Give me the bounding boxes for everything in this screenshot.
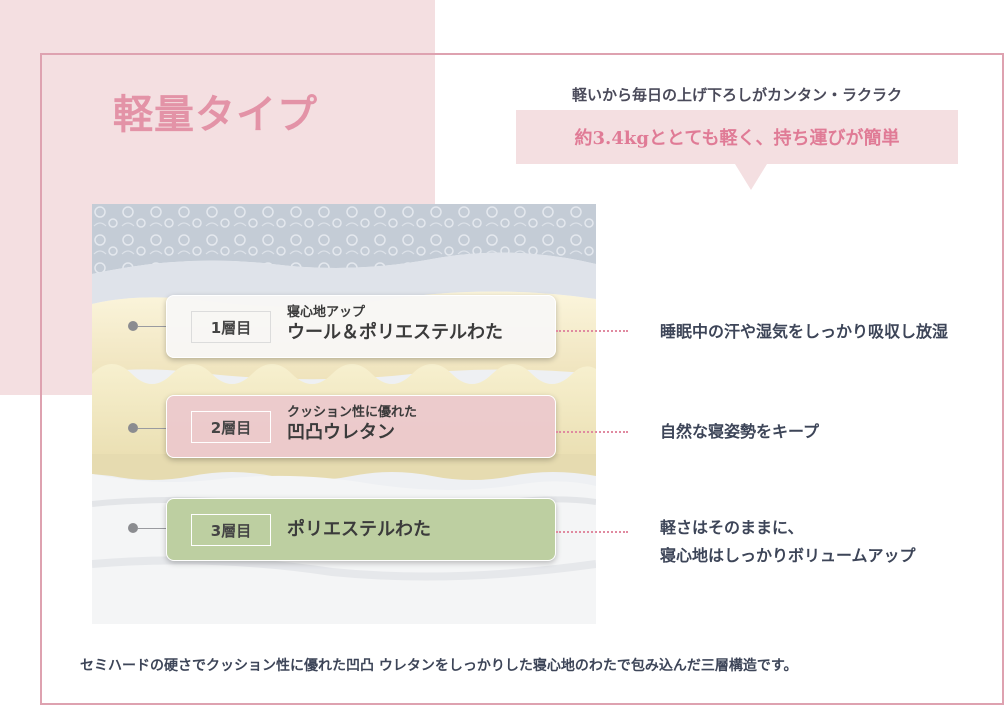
layer-2-name: 凹凸ウレタン xyxy=(287,422,395,443)
layer-2-bullet xyxy=(128,423,138,433)
layer-2-number: 2層目 xyxy=(191,411,271,443)
layer-3-number: 3層目 xyxy=(191,514,271,546)
layer-1-description: 睡眠中の汗や湿気をしっかり吸収し放湿 xyxy=(660,322,949,341)
layer-1-subtitle: 寝心地アップ xyxy=(287,305,366,320)
layer-3-label: 3層目 ポリエステルわた xyxy=(166,498,556,561)
layer-1-connector xyxy=(138,326,168,327)
layer-3-bullet xyxy=(128,523,138,533)
content-frame xyxy=(40,53,1004,705)
layer-1-dotted-leader xyxy=(556,330,628,332)
layer-1-bullet xyxy=(128,321,138,331)
layer-2-description: 自然な寝姿勢をキープ xyxy=(660,422,820,441)
layer-1-text: 寝心地アップ ウール＆ポリエステルわた xyxy=(287,304,503,345)
layer-3-dotted-leader xyxy=(556,531,628,533)
footer-description: セミハードの硬さでクッション性に優れた凹凸 ウレタンをしっかりした寝心地のわたで… xyxy=(80,658,798,674)
page-title: 軽量タイプ xyxy=(113,91,318,138)
layer-3-text: ポリエステルわた xyxy=(287,518,431,542)
layer-3-description-line-2: 寝心地はしっかりボリュームアップ xyxy=(660,546,916,565)
layer-3-name: ポリエステルわた xyxy=(287,519,431,540)
layer-1-name: ウール＆ポリエステルわた xyxy=(287,322,503,343)
layer-2-subtitle: クッション性に優れた xyxy=(287,405,418,420)
subtitle: 軽いから毎日の上げ下ろしがカンタン・ラクラク xyxy=(571,86,902,104)
layer-3-connector xyxy=(138,528,168,529)
layer-2-text: クッション性に優れた 凹凸ウレタン xyxy=(287,404,417,445)
layer-2-dotted-leader xyxy=(556,431,628,433)
banner-pointer xyxy=(735,164,767,190)
layer-2-label: 2層目 クッション性に優れた 凹凸ウレタン xyxy=(166,395,556,458)
weight-banner: 約3.4kgととても軽く、持ち運びが簡単 xyxy=(516,110,958,164)
layer-3-description-line-1: 軽さはそのままに、 xyxy=(660,518,804,537)
layer-1-label: 1層目 寝心地アップ ウール＆ポリエステルわた xyxy=(166,295,556,358)
layer-3-description: 軽さはそのままに、 寝心地はしっかりボリュームアップ xyxy=(660,514,916,570)
layer-1-number: 1層目 xyxy=(191,311,271,343)
layer-2-connector xyxy=(138,428,168,429)
